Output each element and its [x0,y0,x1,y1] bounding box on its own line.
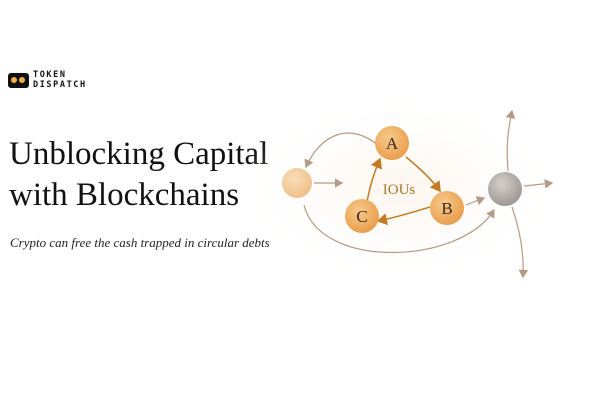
logo-line-1: TOKEN [33,70,67,80]
node-c [345,199,379,233]
token-dispatch-logo[interactable]: TOKEN DISPATCH [8,70,118,93]
node-b [430,191,464,225]
arrow-grey-down [511,206,529,279]
logo-line-2: DISPATCH [33,79,87,90]
logo-wordmark: TOKEN DISPATCH [33,70,87,90]
eyes-logo-icon [8,73,29,88]
iou-cycle-diagram: A C B IOUs [240,95,565,285]
grey-hub-node [488,172,522,206]
arrow-a-to-left [304,132,381,169]
node-a-label: A [386,134,399,153]
arrow-grey-right [523,178,554,189]
arrow-b-to-grey [465,196,486,206]
title-line-1: Unblocking Capital [9,136,269,172]
title-line-2: with Blockchains [9,177,240,213]
ious-label: IOUs [383,182,416,198]
arrow-b-to-c [376,206,431,226]
arrow-left-to-grey [303,204,495,253]
background-wash [240,95,565,285]
source-node [282,168,312,198]
subtitle: Crypto can free the cash trapped in circ… [10,235,270,250]
node-c-label: C [356,207,367,226]
node-b-label: B [441,199,452,218]
node-a [375,126,409,160]
arrow-grey-up [505,109,516,172]
page-title: Unblocking Capital with Blockchains [9,134,299,216]
arrow-a-to-b [405,156,441,193]
